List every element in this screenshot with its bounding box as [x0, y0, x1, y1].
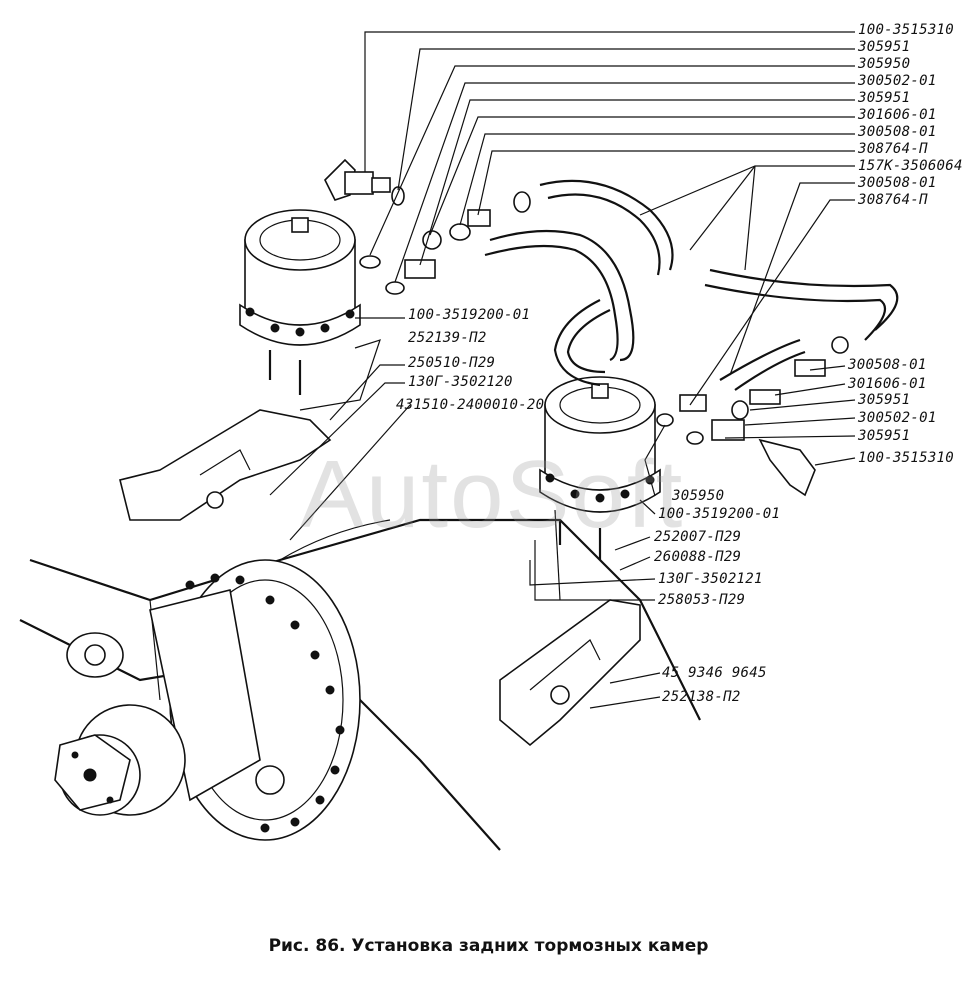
figure-caption: Рис. 86. Установка задних тормозных каме… — [268, 936, 709, 956]
left-chamber-bracket — [119, 409, 332, 521]
left-fittings — [324, 158, 531, 295]
part-label: 300508-01 — [848, 357, 927, 373]
part-label: 130Г-3502120 — [408, 374, 513, 390]
right-fittings — [656, 336, 849, 497]
right-chamber-bracket — [499, 599, 641, 747]
part-label: 305951 — [858, 39, 911, 55]
right-brake-chamber — [539, 376, 661, 560]
part-label: 305950 — [672, 488, 725, 504]
part-label: 300502-01 — [858, 73, 937, 89]
left-axle-bracket — [66, 632, 124, 678]
part-label: 100-3519200-01 — [408, 307, 531, 323]
part-label: 100-3515310 — [858, 450, 955, 466]
part-label: 301606-01 — [858, 107, 937, 123]
part-label: 308764-П — [858, 141, 928, 157]
differential-carrier — [149, 559, 361, 841]
part-label: 258053-П29 — [658, 592, 746, 608]
part-label: 252139-П2 — [408, 330, 487, 346]
part-label: 305951 — [858, 90, 911, 106]
part-label: 305950 — [858, 56, 911, 72]
part-label: 252138-П2 — [662, 689, 741, 705]
part-label: 130Г-3502121 — [658, 571, 763, 587]
part-label: 300502-01 — [858, 410, 937, 426]
brake-hoses — [484, 179, 899, 391]
part-label: 431510-2400010-20 — [396, 397, 545, 413]
part-label: 45 9346 9645 — [662, 665, 767, 681]
part-label: 250510-П29 — [408, 355, 496, 371]
part-label: 301606-01 — [848, 376, 927, 392]
part-label: 305951 — [858, 428, 911, 444]
part-label: 308764-П — [858, 192, 928, 208]
watermark: AutoSoft — [300, 441, 685, 548]
left-brake-chamber — [239, 209, 361, 395]
leader-lines — [269, 31, 856, 709]
part-label: 305951 — [858, 392, 911, 408]
part-label: 300508-01 — [858, 175, 937, 191]
part-label: 157К-3506064 — [858, 158, 963, 174]
part-label: 100-3519200-01 — [658, 506, 781, 522]
pinion-flange — [54, 704, 186, 816]
part-label: 260088-П29 — [654, 549, 742, 565]
part-label: 300508-01 — [858, 124, 937, 140]
part-label: 252007-П29 — [654, 529, 742, 545]
part-label: 100-3515310 — [858, 22, 955, 38]
